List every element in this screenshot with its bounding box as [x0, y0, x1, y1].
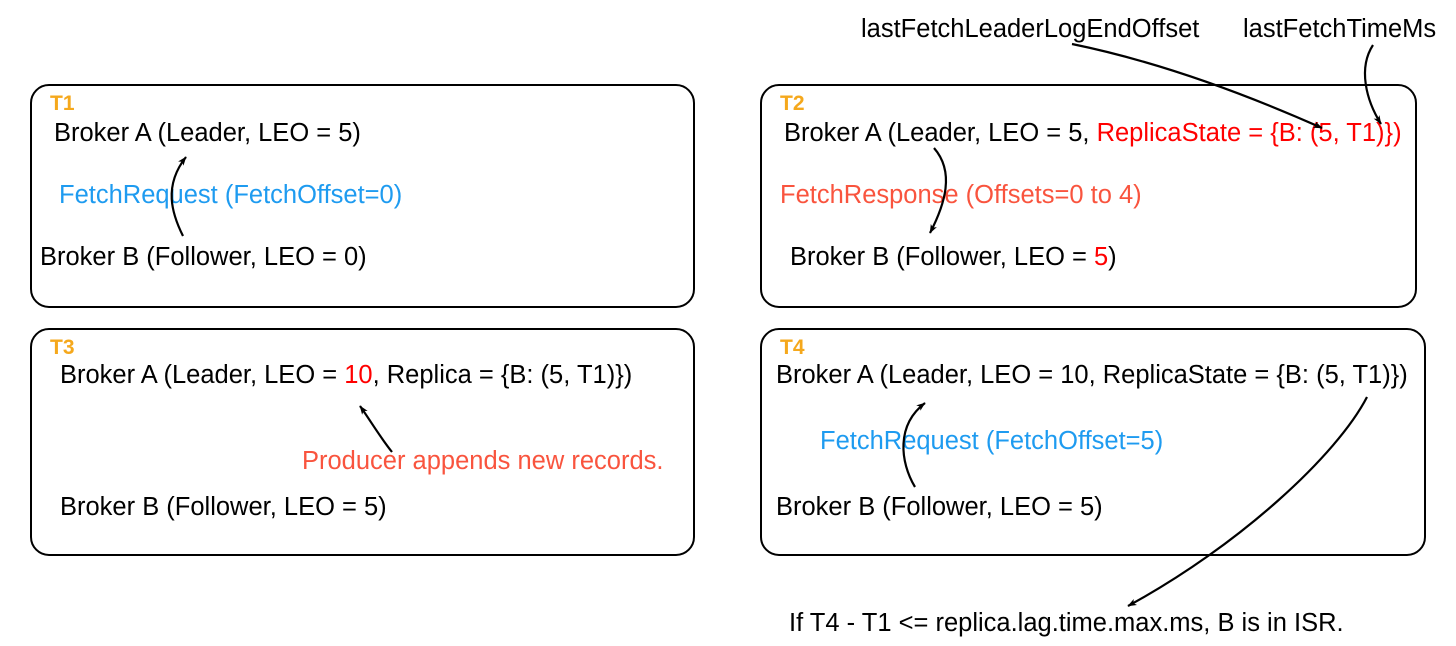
state-box-t4: T4 Broker A (Leader, LEO = 10, ReplicaSt…	[760, 328, 1426, 556]
box-tag-t1: T1	[50, 92, 75, 115]
t2-broker-a-prefix: Broker A (Leader, LEO = 5,	[784, 119, 1097, 147]
callout-last-fetch-leader-log-end-offset: lastFetchLeaderLogEndOffset	[861, 15, 1200, 43]
t3-broker-a-suffix: , Replica = {B: (5, T1)})	[372, 361, 633, 389]
t4-broker-b-line: Broker B (Follower, LEO = 5)	[776, 492, 1103, 522]
t4-broker-a-line: Broker A (Leader, LEO = 10, ReplicaState…	[776, 360, 1408, 390]
t1-broker-b-line: Broker B (Follower, LEO = 0)	[40, 242, 367, 272]
t2-broker-a-line: Broker A (Leader, LEO = 5, ReplicaState …	[784, 118, 1402, 148]
box-tag-t2: T2	[780, 92, 805, 115]
t3-broker-b-prefix: Broker B (Follower, LEO = 5)	[60, 493, 387, 521]
t3-producer-append-label: Producer appends new records.	[302, 447, 664, 475]
t1-broker-a-line: Broker A (Leader, LEO = 5)	[54, 118, 361, 148]
t2-broker-b-prefix: Broker B (Follower, LEO =	[790, 243, 1094, 271]
t1-broker-a-prefix: Broker A (Leader, LEO = 5)	[54, 119, 361, 147]
t4-fetch-request-label: FetchRequest (FetchOffset=5)	[820, 427, 1164, 455]
t2-broker-b-suffix: )	[1108, 243, 1117, 271]
state-box-t3: T3 Broker A (Leader, LEO = 10, Replica =…	[30, 328, 695, 556]
t2-broker-b-highlight: 5	[1093, 243, 1109, 271]
t3-broker-a-prefix: Broker A (Leader, LEO =	[60, 361, 345, 389]
t2-broker-b-line: Broker B (Follower, LEO = 5)	[790, 242, 1117, 272]
box-tag-t4: T4	[780, 336, 805, 359]
t4-broker-a-prefix: Broker A (Leader, LEO = 10, ReplicaState…	[776, 361, 1408, 389]
t1-fetch-request-label: FetchRequest (FetchOffset=0)	[59, 181, 403, 209]
isr-rule-caption: If T4 - T1 <= replica.lag.time.max.ms, B…	[789, 609, 1344, 637]
state-box-t1: T1 Broker A (Leader, LEO = 5) FetchReque…	[30, 84, 695, 308]
t3-broker-a-line: Broker A (Leader, LEO = 10, Replica = {B…	[60, 360, 632, 390]
t1-broker-b-prefix: Broker B (Follower, LEO = 0)	[40, 243, 367, 271]
t2-broker-a-suffix: )	[1393, 119, 1402, 147]
t2-fetch-response-label: FetchResponse (Offsets=0 to 4)	[780, 181, 1142, 209]
state-box-t2: T2 Broker A (Leader, LEO = 5, ReplicaSta…	[760, 84, 1417, 308]
t3-broker-b-line: Broker B (Follower, LEO = 5)	[60, 492, 387, 522]
callout-last-fetch-time-ms: lastFetchTimeMs	[1243, 15, 1437, 43]
box-tag-t3: T3	[50, 336, 75, 359]
t3-broker-a-highlight: 10	[344, 361, 373, 389]
t4-broker-b-prefix: Broker B (Follower, LEO = 5)	[776, 493, 1103, 521]
t2-broker-a-highlight: ReplicaState = {B: (5, T1)}	[1096, 119, 1394, 147]
